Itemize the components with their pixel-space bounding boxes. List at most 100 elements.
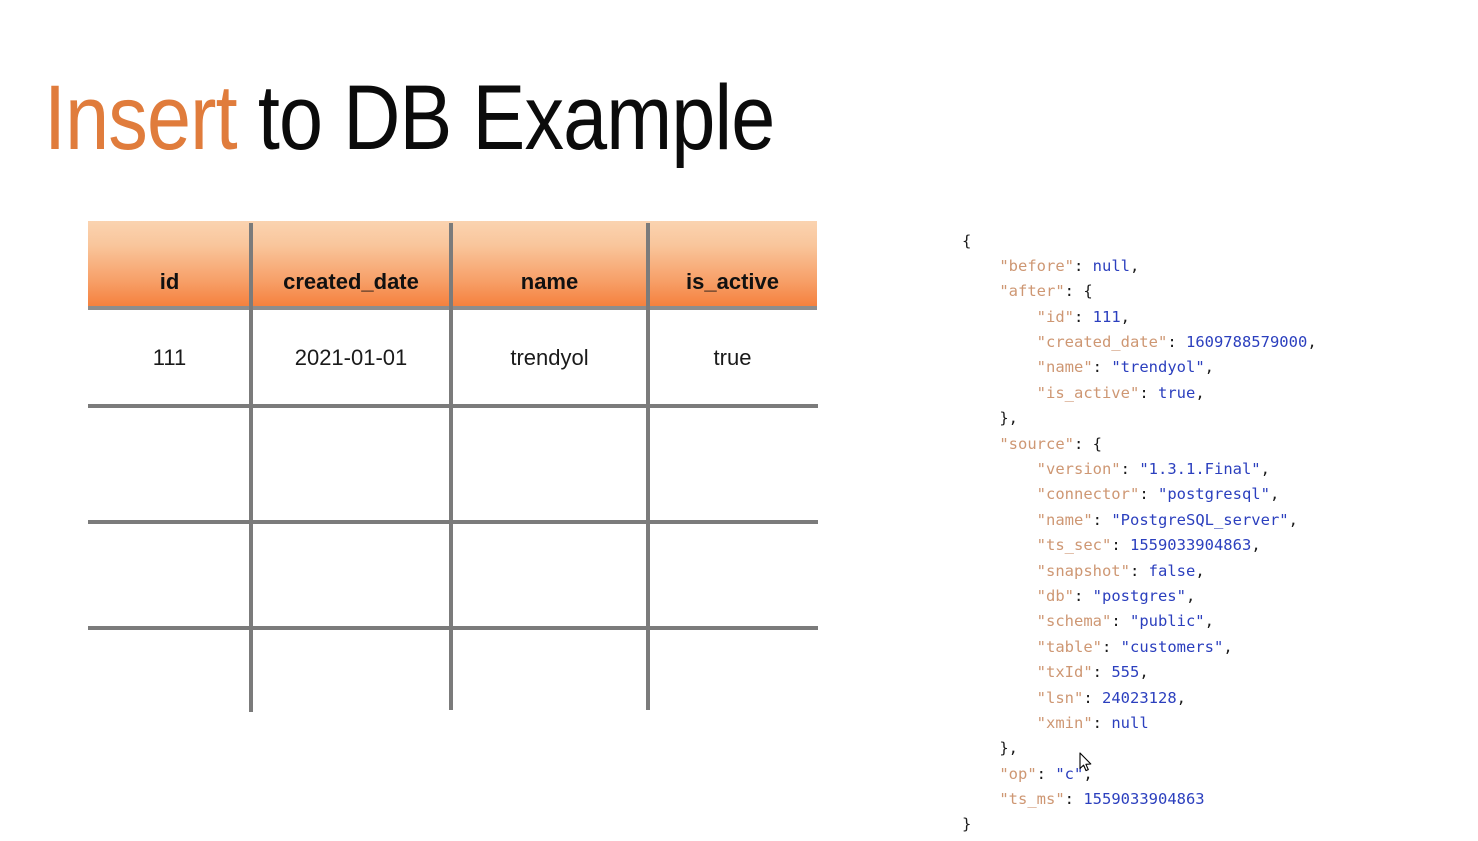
json-punctuation: , xyxy=(1269,485,1280,504)
json-punctuation: : xyxy=(1139,383,1158,402)
json-line: "schema": "public", xyxy=(962,609,1317,634)
json-punctuation: , xyxy=(1195,383,1205,402)
json-line: "connector": "postgresql", xyxy=(962,482,1317,507)
json-key: "id" xyxy=(1036,307,1074,326)
json-value: null xyxy=(1111,713,1149,732)
json-value: "customers" xyxy=(1120,637,1224,656)
json-punctuation: : xyxy=(1036,764,1056,783)
json-punctuation: , xyxy=(1204,358,1214,377)
json-value: 1559033904863 xyxy=(1083,790,1205,809)
json-punctuation: : xyxy=(1092,510,1112,529)
table-cell-is-active: true xyxy=(713,344,752,370)
json-value: 555 xyxy=(1111,663,1140,682)
table-cell-created-date: 2021-01-01 xyxy=(294,344,408,370)
json-punctuation: : xyxy=(1120,460,1140,479)
json-line: }, xyxy=(962,736,1317,761)
json-line: "is_active": true, xyxy=(962,381,1317,406)
page-title: Insert to DB Example xyxy=(44,66,775,170)
json-key: "created_date" xyxy=(1036,333,1168,352)
json-value: 24023128 xyxy=(1102,688,1177,707)
json-key: "source" xyxy=(999,434,1074,453)
json-punctuation: , xyxy=(1204,612,1214,631)
json-line: "created_date": 1609788579000, xyxy=(962,330,1317,355)
json-punctuation: } xyxy=(962,815,972,834)
json-key: "db" xyxy=(1036,586,1074,605)
json-punctuation: : xyxy=(1129,561,1149,580)
json-key: "op" xyxy=(999,764,1037,783)
table-row: 111 2021-01-01 trendyol true xyxy=(88,310,818,405)
table-header-cell-created-date: created_date xyxy=(283,268,419,294)
json-line: "ts_ms": 1559033904863 xyxy=(962,787,1317,812)
json-punctuation: , xyxy=(1120,307,1130,326)
json-punctuation: : xyxy=(1111,536,1130,555)
json-value: "c" xyxy=(1055,764,1084,783)
json-punctuation: , xyxy=(1139,663,1149,682)
json-key: "is_active" xyxy=(1036,383,1140,402)
json-punctuation: , xyxy=(1307,333,1317,352)
json-punctuation: , xyxy=(1223,637,1233,656)
table-cell-id: 111 xyxy=(152,344,187,370)
json-line: "txId": 555, xyxy=(962,660,1317,685)
json-key: "name" xyxy=(1036,358,1093,377)
json-punctuation: , xyxy=(1288,510,1298,529)
database-table: id created_date name is_active 111 2021-… xyxy=(88,221,818,713)
json-value: "public" xyxy=(1129,612,1205,631)
json-punctuation: , xyxy=(1129,256,1140,275)
json-key: "version" xyxy=(1036,460,1121,479)
json-punctuation: : xyxy=(1073,307,1093,326)
table-header-cell-is-active: is_active xyxy=(686,268,779,294)
json-value: 111 xyxy=(1092,307,1121,326)
json-punctuation: : xyxy=(1092,663,1112,682)
json-punctuation: }, xyxy=(999,739,1018,758)
json-key: "ts_ms" xyxy=(999,790,1065,809)
json-punctuation: : xyxy=(1083,688,1102,707)
json-line: "source": { xyxy=(962,432,1317,457)
json-punctuation: : xyxy=(1101,637,1121,656)
table-row-divider-3 xyxy=(88,626,818,630)
json-key: "name" xyxy=(1036,510,1093,529)
json-line: "before": null, xyxy=(962,254,1317,279)
json-punctuation: : xyxy=(1073,256,1093,275)
table-header-cell-name: name xyxy=(520,268,579,294)
json-punctuation: , xyxy=(1260,460,1270,479)
page-title-rest: to DB Example xyxy=(236,66,775,169)
json-punctuation: : xyxy=(1064,790,1084,809)
json-key: "connector" xyxy=(1036,485,1140,504)
json-punctuation: : xyxy=(1167,333,1186,352)
json-line: "table": "customers", xyxy=(962,635,1317,660)
json-line: "version": "1.3.1.Final", xyxy=(962,457,1317,482)
json-key: "after" xyxy=(999,282,1065,301)
json-punctuation: : xyxy=(1139,485,1158,504)
json-line: "snapshot": false, xyxy=(962,559,1317,584)
json-line: "after": { xyxy=(962,279,1317,304)
json-line: "name": "PostgreSQL_server", xyxy=(962,508,1317,533)
json-line: "lsn": 24023128, xyxy=(962,686,1317,711)
json-punctuation: : xyxy=(1092,713,1112,732)
json-key: "table" xyxy=(1036,637,1102,656)
json-punctuation: : xyxy=(1092,358,1112,377)
json-punctuation: }, xyxy=(999,409,1018,428)
json-value: false xyxy=(1148,561,1196,580)
json-key: "snapshot" xyxy=(1036,561,1130,580)
json-line: { xyxy=(962,229,1317,254)
json-line: }, xyxy=(962,406,1317,431)
page-title-accent: Insert xyxy=(44,66,238,169)
table-row-divider-2 xyxy=(88,520,818,524)
json-value: "postgresql" xyxy=(1157,485,1270,504)
json-key: "schema" xyxy=(1036,612,1112,631)
json-value: "postgres" xyxy=(1092,586,1186,605)
table-cell-name: trendyol xyxy=(510,344,589,370)
json-line: "ts_sec": 1559033904863, xyxy=(962,533,1317,558)
json-line: "op": "c", xyxy=(962,762,1317,787)
json-value: true xyxy=(1157,383,1196,402)
json-value: "PostgreSQL_server" xyxy=(1111,510,1289,529)
table-column-divider-2 xyxy=(449,223,453,710)
json-value: 1609788579000 xyxy=(1185,333,1308,352)
json-punctuation: , xyxy=(1185,586,1196,605)
json-line: "xmin": null xyxy=(962,711,1317,736)
table-column-divider-3 xyxy=(646,223,650,710)
json-punctuation: : xyxy=(1111,612,1130,631)
json-key: "xmin" xyxy=(1036,713,1093,732)
json-line: "id": 111, xyxy=(962,305,1317,330)
json-punctuation: , xyxy=(1251,536,1261,555)
